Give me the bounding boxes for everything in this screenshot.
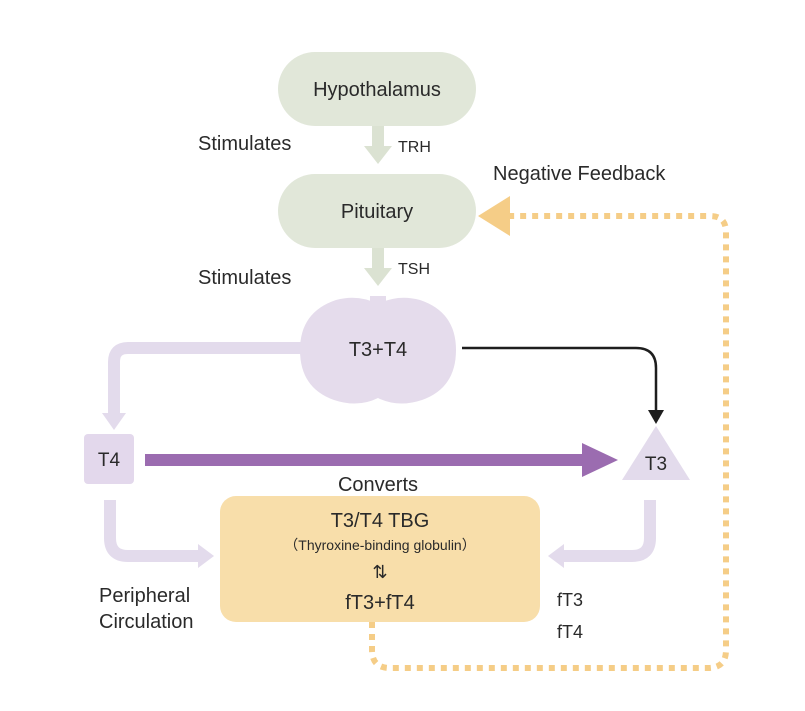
tsh-label: TSH bbox=[398, 261, 430, 278]
tsh-arrow-shaft bbox=[372, 248, 384, 270]
pituitary-label: Pituitary bbox=[341, 201, 413, 223]
pituitary-node bbox=[278, 174, 476, 248]
tsh-arrowhead bbox=[364, 268, 392, 286]
conversion-arrowhead bbox=[582, 443, 618, 477]
peripheral-circulation-line2: Circulation bbox=[99, 611, 193, 633]
thyroid-label: T3+T4 bbox=[349, 339, 407, 361]
thyroid-isthmus bbox=[370, 296, 386, 306]
peripheral-circulation-line1: Peripheral bbox=[99, 585, 190, 607]
t3-label: T3 bbox=[645, 454, 667, 475]
t3-node bbox=[622, 426, 690, 480]
conversion-arrow-shaft bbox=[145, 454, 585, 466]
t4-to-binding-path bbox=[104, 500, 200, 562]
stimulates-label-2: Stimulates bbox=[198, 267, 291, 289]
thyroid-to-t3-arrowhead bbox=[648, 410, 664, 424]
thyroid-to-t4-path bbox=[108, 342, 304, 415]
t3-to-binding-arrowhead bbox=[548, 544, 564, 568]
thyroid-node bbox=[300, 297, 456, 404]
negative-feedback-label: Negative Feedback bbox=[493, 163, 666, 185]
thyroid-to-t3-path bbox=[462, 346, 658, 410]
t4-node bbox=[84, 434, 134, 484]
equilibrium-icon: ⇅ bbox=[372, 562, 387, 582]
hypothalamus-label: Hypothalamus bbox=[313, 79, 441, 101]
t4-to-binding-arrowhead bbox=[198, 544, 214, 568]
tbg-binding-box bbox=[220, 496, 540, 622]
negative-feedback-path bbox=[369, 213, 729, 671]
ft4-label: fT4 bbox=[557, 622, 583, 642]
converts-label: Converts bbox=[338, 474, 418, 496]
trh-arrow-shaft bbox=[372, 126, 384, 148]
ft3-label: fT3 bbox=[557, 590, 583, 610]
trh-arrowhead bbox=[364, 146, 392, 164]
tbg-title: T3/T4 TBG bbox=[331, 510, 430, 532]
free-hormones-label: fT3+fT4 bbox=[345, 592, 414, 614]
t3-to-binding-path bbox=[562, 500, 656, 562]
stimulates-label-1: Stimulates bbox=[198, 133, 291, 155]
t4-label: T4 bbox=[98, 450, 121, 471]
trh-label: TRH bbox=[398, 139, 431, 156]
negative-feedback-arrowhead bbox=[478, 196, 510, 236]
hypothalamus-node bbox=[278, 52, 476, 126]
tbg-subtitle: （Thyroxine-binding globulin） bbox=[284, 537, 475, 553]
thyroid-to-t4-arrowhead bbox=[102, 413, 126, 430]
